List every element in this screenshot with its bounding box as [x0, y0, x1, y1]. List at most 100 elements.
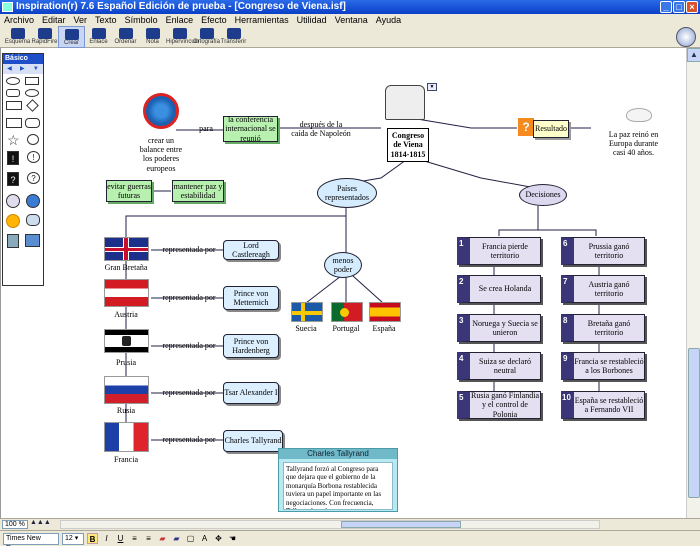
align-center-icon[interactable]: ≡	[146, 534, 151, 543]
fill-color-icon[interactable]: ▰	[159, 534, 166, 543]
diagram-canvas[interactable]: crear un balance entre los poderes europ…	[0, 48, 686, 518]
representada-label[interactable]: representada por	[162, 435, 216, 444]
tool-enlace[interactable]: Enlace	[85, 26, 112, 48]
sweden-flag-icon[interactable]	[291, 302, 323, 322]
cross-rect-shape[interactable]	[6, 118, 22, 128]
callout-shape[interactable]	[27, 134, 39, 145]
tool-transferir[interactable]: Transferir	[220, 26, 247, 48]
zoom-arrows-icon[interactable]: ▲▲▲	[30, 519, 51, 526]
magnifier-icon[interactable]	[6, 194, 20, 208]
minor-espana[interactable]: España	[372, 324, 396, 333]
para-label[interactable]: para	[199, 124, 213, 133]
typewriter-icon[interactable]	[385, 85, 425, 120]
node-paises[interactable]: Países representados	[317, 178, 377, 208]
person-icon[interactable]	[7, 234, 19, 248]
menu-archivo[interactable]: Archivo	[4, 15, 35, 25]
globe-text[interactable]: crear un balance entre los poderes europ…	[139, 136, 183, 173]
close-button[interactable]: ×	[686, 1, 698, 13]
minor-portugal[interactable]: Portugal	[332, 324, 360, 333]
tool-hipervinculo[interactable]: Hipervínculo	[166, 26, 199, 48]
rect-shape[interactable]	[25, 77, 39, 85]
palette-prev-button[interactable]: ◀	[7, 66, 12, 72]
tool-ortografia[interactable]: Ortografía	[193, 26, 220, 48]
prussia-flag-icon[interactable]	[104, 329, 149, 353]
exclamation-icon[interactable]: !	[7, 151, 19, 165]
question-palette-icon[interactable]: ?	[7, 172, 19, 186]
country-rusia[interactable]: Rusia	[116, 406, 136, 415]
menu-efecto[interactable]: Efecto	[201, 15, 227, 25]
tool-esquema[interactable]: Esquema	[4, 26, 31, 48]
italic-button[interactable]: I	[105, 534, 108, 543]
hand-icon[interactable]: ☚	[228, 534, 237, 543]
node-evitar[interactable]: evitar guerras futuras	[106, 180, 152, 202]
node-decisiones[interactable]: Decisiones	[519, 184, 567, 206]
small-oval-shape[interactable]	[25, 89, 39, 97]
representada-label[interactable]: representada por	[162, 245, 216, 254]
menu-ventana[interactable]: Ventana	[334, 15, 368, 25]
menu-editar[interactable]: Editar	[42, 15, 66, 25]
node-conferencia[interactable]: la conferencia internacional se reunió	[223, 115, 278, 143]
oval-shape[interactable]	[6, 77, 20, 85]
horizontal-scroll-thumb[interactable]	[341, 521, 461, 528]
node-resultado[interactable]: Resultado	[533, 120, 569, 138]
tool-nota[interactable]: Nota	[139, 26, 166, 48]
star-shape[interactable]: ☆	[7, 132, 20, 148]
menu-ayuda[interactable]: Ayuda	[375, 15, 402, 25]
rep-castlereagh[interactable]: Lord Castlereagh	[223, 240, 279, 260]
rep-tallyrand[interactable]: Charles Tallyrand	[223, 430, 283, 452]
uk-flag-icon[interactable]	[104, 237, 149, 261]
note-title[interactable]: Charles Tallyrand	[279, 449, 397, 459]
sun-icon[interactable]	[6, 214, 20, 228]
font-size-select[interactable]: 12 ▾	[62, 532, 84, 545]
country-gran-bretana[interactable]: Gran Bretaña	[104, 263, 148, 272]
despues-label[interactable]: después de la caída de Napoleón	[291, 120, 351, 139]
font-family-select[interactable]: Times New Roman ▾	[3, 532, 59, 546]
tool-crear[interactable]: Crear	[58, 26, 85, 48]
menu-ver[interactable]: Ver	[73, 15, 88, 25]
question-icon[interactable]: ?	[518, 118, 534, 136]
menu-enlace[interactable]: Enlace	[165, 15, 194, 25]
representada-label[interactable]: representada por	[162, 341, 216, 350]
tool-rapidfire[interactable]: RapidFire	[31, 26, 58, 48]
austria-flag-icon[interactable]	[104, 279, 149, 307]
menu-utilidad[interactable]: Utilidad	[296, 15, 327, 25]
shadow-icon[interactable]: ▢	[186, 534, 195, 543]
hexagon-shape[interactable]	[25, 118, 40, 128]
russia-flag-icon[interactable]	[104, 376, 149, 404]
menu-herramientas[interactable]: Herramientas	[234, 15, 289, 25]
earth-icon[interactable]	[26, 194, 40, 208]
minor-suecia[interactable]: Suecia	[295, 324, 317, 333]
note-window[interactable]: Charles Tallyrand Tallyrand forzó al Con…	[278, 448, 398, 512]
thought-bubble-icon[interactable]: ?	[27, 172, 40, 184]
rounded-rect-shape[interactable]	[6, 89, 20, 97]
text-color-icon[interactable]: A	[201, 534, 208, 543]
rect-large-shape[interactable]	[6, 101, 22, 110]
horizontal-scrollbar[interactable]	[60, 520, 600, 529]
landscape-icon[interactable]	[25, 234, 40, 247]
france-flag-icon[interactable]	[104, 422, 149, 452]
underline-button[interactable]: U	[117, 534, 124, 543]
maximize-button[interactable]: □	[673, 1, 685, 13]
rain-icon[interactable]	[26, 214, 40, 226]
rep-hardenberg[interactable]: Prince von Hardenberg	[223, 334, 279, 358]
note-body[interactable]: Tallyrand forzó al Congreso para que dej…	[283, 462, 393, 510]
palette-next-button[interactable]: ▶	[20, 66, 25, 72]
center-dropdown-icon[interactable]: ▼	[427, 83, 437, 91]
node-center[interactable]: Congreso de Viena 1814-1815	[387, 128, 429, 162]
dove-icon[interactable]	[626, 108, 652, 122]
vertical-scroll-thumb[interactable]	[688, 348, 700, 498]
vertical-scrollbar[interactable]: ▲	[686, 48, 700, 518]
paz-text[interactable]: La paz reinó en Europa durante casi 40 a…	[608, 130, 659, 158]
minimize-button[interactable]: _	[660, 1, 672, 13]
spain-flag-icon[interactable]	[369, 302, 401, 322]
bold-button[interactable]: B	[87, 533, 98, 544]
portugal-flag-icon[interactable]	[331, 302, 363, 322]
representada-label[interactable]: representada por	[162, 293, 216, 302]
